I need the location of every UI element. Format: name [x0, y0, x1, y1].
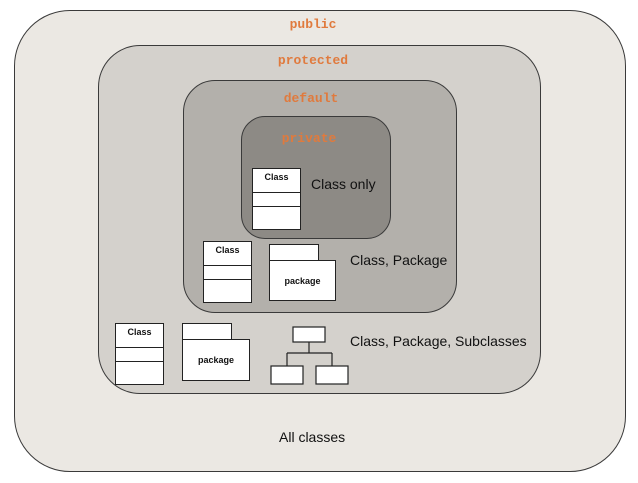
- package-icon: package: [182, 339, 250, 381]
- public-description: All classes: [279, 429, 346, 445]
- protected-keyword: protected: [277, 53, 349, 68]
- default-description: Class, Package: [350, 252, 448, 268]
- class-divider: [116, 361, 163, 362]
- class-divider: [253, 192, 300, 193]
- class-icon-label: Class: [215, 245, 240, 255]
- private-description: Class only: [311, 176, 376, 192]
- package-icon-label: package: [284, 275, 321, 286]
- class-icon: Class: [203, 241, 252, 303]
- class-icon-label: Class: [127, 327, 152, 337]
- protected-description: Class, Package, Subclasses: [350, 333, 527, 349]
- private-keyword: private: [281, 131, 337, 146]
- public-keyword: public: [289, 17, 337, 32]
- class-icon-label: Class: [264, 172, 289, 182]
- package-icon: package: [269, 260, 336, 301]
- package-icon-tab: [269, 244, 319, 261]
- subclass-hierarchy-icon: [270, 326, 349, 385]
- package-icon-label: package: [197, 355, 235, 365]
- class-divider: [204, 279, 251, 280]
- class-divider: [204, 265, 251, 266]
- class-divider: [116, 347, 163, 348]
- package-icon-tab: [182, 323, 232, 340]
- class-icon: Class: [115, 323, 164, 385]
- class-divider: [253, 206, 300, 207]
- default-keyword: default: [283, 91, 339, 106]
- class-icon: Class: [252, 168, 301, 230]
